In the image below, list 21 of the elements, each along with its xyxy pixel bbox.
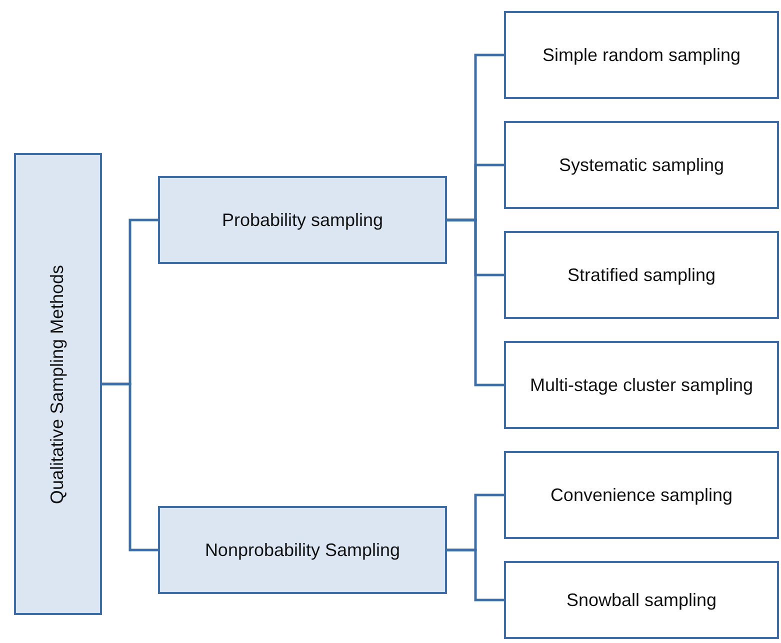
- category-box: [504, 231, 779, 319]
- category-box: [504, 121, 779, 209]
- category-box: [504, 561, 779, 639]
- node-label: Probability sampling: [222, 210, 384, 230]
- category-box: [504, 451, 779, 539]
- node-label: Convenience sampling: [550, 484, 733, 506]
- connector-line: [447, 218, 504, 386]
- node-label: Snowball sampling: [566, 590, 717, 610]
- category-box: [504, 11, 779, 99]
- root-box: [14, 153, 102, 615]
- node-label: Qualitative Sampling Methods: [48, 264, 68, 504]
- node-label: Stratified sampling: [567, 264, 716, 286]
- node-label: Nonprobability Sampling: [204, 540, 400, 560]
- category-box: [158, 176, 447, 264]
- connector-line: [102, 382, 158, 552]
- category-box: [504, 341, 779, 429]
- node-label: Multi-stage cluster sampling: [530, 374, 754, 396]
- node-label: Simple random sampling: [542, 44, 741, 66]
- node-label: Systematic sampling: [558, 154, 724, 176]
- connector-line: [447, 548, 504, 602]
- category-box: [158, 506, 447, 594]
